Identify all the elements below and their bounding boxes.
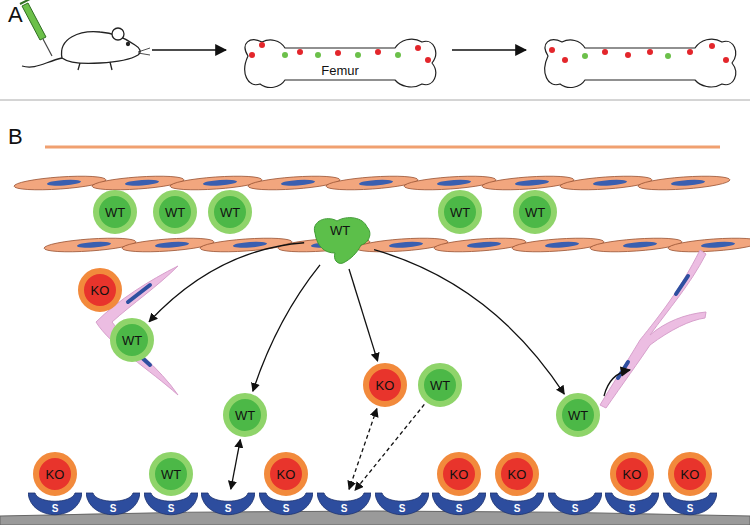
niche-cup: S	[317, 492, 371, 516]
niche-label: S	[341, 504, 348, 514]
niche-label: S	[110, 504, 117, 514]
niche-label: S	[572, 504, 579, 514]
wt-cell: WT	[110, 318, 154, 362]
panel-letter: A	[8, 4, 23, 26]
niche-cup: S	[490, 492, 544, 516]
niche-cup: S	[201, 492, 255, 516]
cell-label: KO	[376, 379, 395, 392]
cell-label: WT	[430, 379, 450, 392]
ko-cell: KO	[668, 452, 712, 496]
panel-divider	[0, 100, 750, 101]
cell-label: KO	[508, 468, 527, 481]
femur-outline	[545, 39, 736, 87]
cell-label: WT	[122, 334, 142, 347]
migration-arrow	[253, 265, 320, 391]
cell-label: WT	[235, 409, 255, 422]
wt-cell: WT	[513, 190, 557, 234]
cup-body	[490, 493, 544, 515]
migration-arrow	[355, 404, 424, 490]
cup-body	[663, 493, 717, 515]
cell-label: WT	[165, 206, 185, 219]
ko-cell: KO	[78, 268, 122, 312]
bone-surface-line	[45, 146, 720, 149]
cell-dots	[249, 42, 729, 63]
niche-cup: S	[144, 492, 198, 516]
migration-arrow	[231, 440, 240, 490]
syringe	[20, 0, 52, 56]
cell-label: WT	[220, 206, 240, 219]
migration-arrow	[349, 409, 377, 490]
niche-cup: S	[28, 492, 82, 516]
cell-label: KO	[91, 284, 110, 297]
cup-body	[375, 493, 429, 515]
migration-arrow	[149, 243, 304, 322]
cell-shape	[307, 213, 373, 267]
niche-label: S	[629, 504, 636, 514]
cell-label: KO	[623, 468, 642, 481]
niche-cup: S	[605, 492, 659, 516]
cell-body	[314, 218, 370, 264]
niche-cup: S	[548, 492, 602, 516]
cup-body	[605, 493, 659, 515]
cell-label: WT	[330, 224, 350, 237]
cup-body	[201, 493, 255, 515]
ko-cell: KO	[33, 452, 77, 496]
ko-cell: KO	[437, 452, 481, 496]
cell-label: KO	[681, 468, 700, 481]
niche-label: S	[399, 504, 406, 514]
cell-label: WT	[450, 206, 470, 219]
cell-label: WT	[525, 206, 545, 219]
wt-cell: WT	[556, 393, 600, 437]
cell-label: WT	[161, 468, 181, 481]
ko-cell: KO	[264, 452, 308, 496]
femur-outline	[245, 39, 436, 87]
cell-label: KO	[450, 468, 469, 481]
niche-label: S	[514, 504, 521, 514]
niche-cup: S	[375, 492, 429, 516]
cup-body	[548, 493, 602, 515]
wt-cell: WT	[438, 190, 482, 234]
niche-label: S	[225, 504, 232, 514]
niche-cup: S	[432, 492, 486, 516]
cup-body	[86, 493, 140, 515]
cup-body	[144, 493, 198, 515]
cell-label: WT	[568, 409, 588, 422]
migrating-wt-cell: WT	[307, 213, 373, 267]
step-arrow	[452, 49, 526, 51]
wt-cell: WT	[418, 363, 462, 407]
cell-label: WT	[105, 206, 125, 219]
panel-letter: B	[8, 126, 23, 148]
niche-cup: S	[86, 492, 140, 516]
wt-cell: WT	[223, 393, 267, 437]
niche-label: S	[687, 504, 694, 514]
niche-cup: S	[663, 492, 717, 516]
migration-arrow	[349, 269, 378, 361]
niche-cup: S	[259, 492, 313, 516]
cup-body	[28, 493, 82, 515]
femur-label: Femur	[321, 64, 359, 77]
niche-label: S	[456, 504, 463, 514]
niche-label: S	[283, 504, 290, 514]
cup-body	[317, 493, 371, 515]
wt-cell: WT	[149, 452, 193, 496]
step-arrow	[152, 49, 226, 51]
endothelial-layer	[14, 174, 750, 254]
ko-cell: KO	[610, 452, 654, 496]
ko-cell: KO	[363, 363, 407, 407]
cup-body	[432, 493, 486, 515]
homing-arrow	[604, 370, 630, 396]
wt-cell: WT	[93, 190, 137, 234]
niche-label: S	[52, 504, 59, 514]
ko-cell: KO	[495, 452, 539, 496]
cell-label: KO	[277, 468, 296, 481]
niche-label: S	[168, 504, 175, 514]
cup-body	[259, 493, 313, 515]
wt-cell: WT	[153, 190, 197, 234]
stromal-cell	[600, 250, 706, 408]
cell-label: KO	[46, 468, 65, 481]
wt-cell: WT	[208, 190, 252, 234]
